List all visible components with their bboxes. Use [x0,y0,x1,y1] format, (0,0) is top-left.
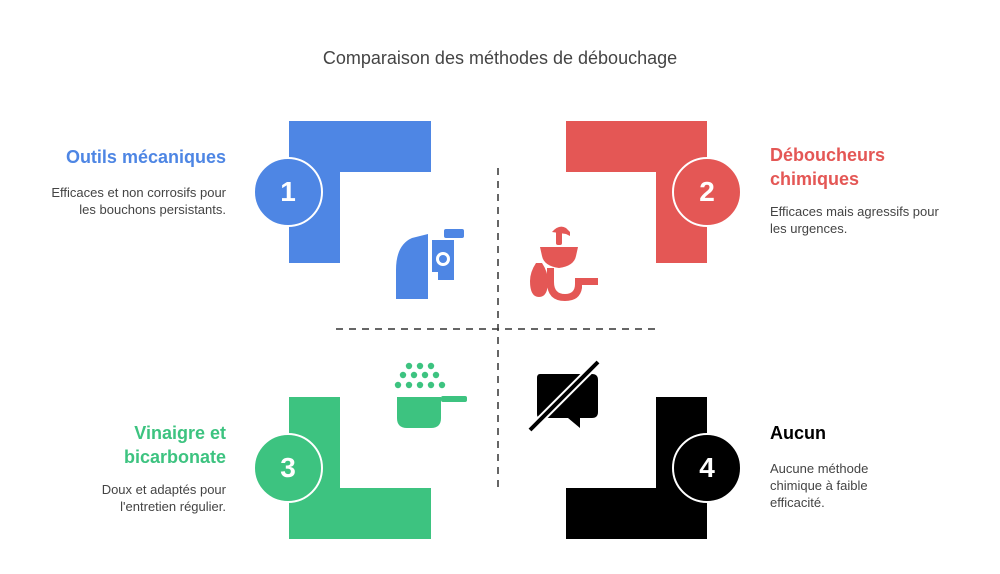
baking-soda-pan-icon [394,362,467,428]
quadrant-4-heading: Aucun [770,423,826,443]
quadrant-3-shape [289,397,431,539]
quadrant-1-description: Efficaces et non corrosifs pour les bouc… [51,185,226,217]
quadrant-2-description: Efficaces mais agressifs pour les urgenc… [770,204,939,236]
number-badge-1: 1 [253,157,323,227]
plunger-tools-icon [396,229,464,299]
quadrant-4-shape [566,397,707,539]
quadrant-1-heading: Outils mécaniques [65,147,226,167]
quadrant-3-heading: Vinaigre et bicarbonate [123,423,226,467]
sink-drip-icon [530,226,598,301]
quadrant-2-heading: Déboucheurs chimiques [770,145,886,189]
quadrant-4-description: Aucune méthode chimique à faible efficac… [770,461,869,510]
number-badge-3: 3 [253,433,323,503]
number-badge-4: 4 [672,433,742,503]
no-chat-icon [527,359,601,433]
number-badge-2: 2 [672,157,742,227]
quadrant-1-shape [289,121,431,263]
quadrant-3-description: Doux et adaptés pour l'entretien régulie… [101,482,226,514]
diagram-title: Comparaison des méthodes de débouchage [322,48,678,68]
quadrant-2-shape [566,121,707,263]
